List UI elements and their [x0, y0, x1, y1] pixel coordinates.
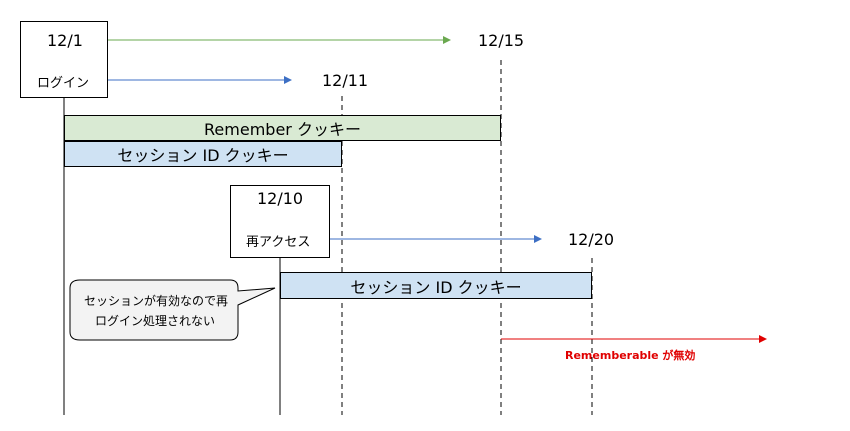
callout-bubble — [69, 279, 276, 341]
date-label-12-10: 12/10 — [257, 189, 304, 208]
date-label-12-1: 12/1 — [47, 31, 83, 50]
date-label-12-20: 12/20 — [568, 230, 615, 249]
session-cookie-bar-1: セッション ID クッキー — [64, 141, 342, 167]
callout-line-1: セッションが有効なので再 — [84, 294, 229, 308]
login-event-box — [20, 21, 108, 98]
login-label: ログイン — [37, 76, 90, 91]
date-label-12-15: 12/15 — [478, 31, 525, 50]
callout-line-2: ログイン処理されない — [95, 314, 216, 328]
session-cookie-bar-2: セッション ID クッキー — [280, 272, 592, 299]
reaccess-event-box — [230, 185, 330, 258]
reaccess-label: 再アクセス — [246, 235, 311, 250]
remember-cookie-bar: Remember クッキー — [64, 115, 501, 141]
date-label-12-11: 12/11 — [322, 71, 369, 90]
rememberable-disabled-label: Rememberable が無効 — [565, 349, 696, 362]
